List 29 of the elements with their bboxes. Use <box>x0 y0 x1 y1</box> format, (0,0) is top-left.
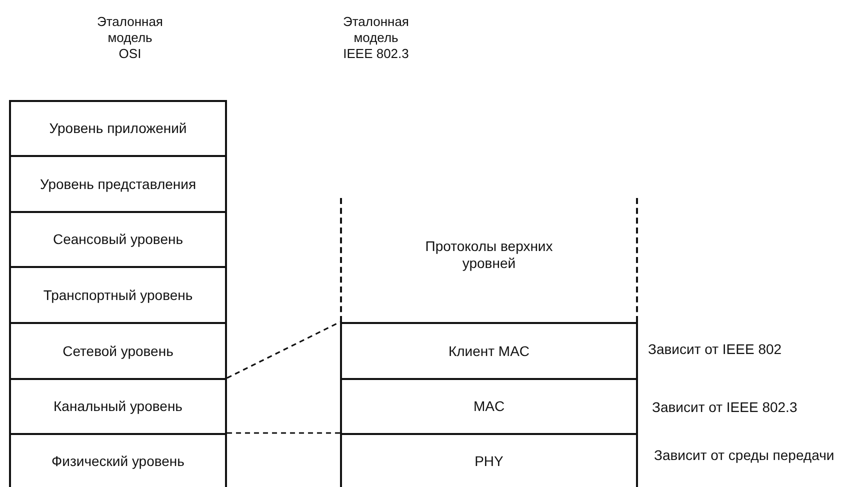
layer-label: Сеансовый уровень <box>52 231 184 248</box>
layer-box <box>9 211 227 268</box>
note-text: Зависит от IEEE 802.3 <box>652 398 798 416</box>
layer-box <box>9 378 227 435</box>
layer-box <box>340 378 638 435</box>
layer-box <box>9 100 227 157</box>
dashed-region <box>340 198 638 322</box>
column-heading: Эталонная модель OSI <box>96 14 164 62</box>
layer-box <box>340 433 638 487</box>
layer-box <box>9 322 227 380</box>
layer-label: Уровень приложений <box>49 120 187 137</box>
column-heading: Эталонная модель IEEE 802.3 <box>342 14 410 62</box>
layer-label: Канальный уровень <box>54 398 182 415</box>
connector-line <box>227 432 340 434</box>
layer-label: MAC <box>473 398 505 415</box>
layer-label: Клиент MAC <box>448 342 530 360</box>
layer-label: Физический уровень <box>52 452 184 470</box>
layer-box <box>9 266 227 324</box>
layer-box <box>9 433 227 487</box>
note-text: Зависит от среды передачи <box>654 446 836 464</box>
layer-label: PHY <box>474 452 504 470</box>
note-text: Зависит от IEEE 802 <box>648 340 783 358</box>
connector-line <box>226 321 340 379</box>
layer-label: Уровень представления <box>40 176 196 192</box>
layer-label: Сетевой уровень <box>62 342 174 360</box>
layer-label: Протоколы верхних уровней <box>424 238 554 272</box>
layer-box <box>9 155 227 213</box>
layer-label: Транспортный уровень <box>43 286 193 304</box>
layer-box <box>340 322 638 380</box>
